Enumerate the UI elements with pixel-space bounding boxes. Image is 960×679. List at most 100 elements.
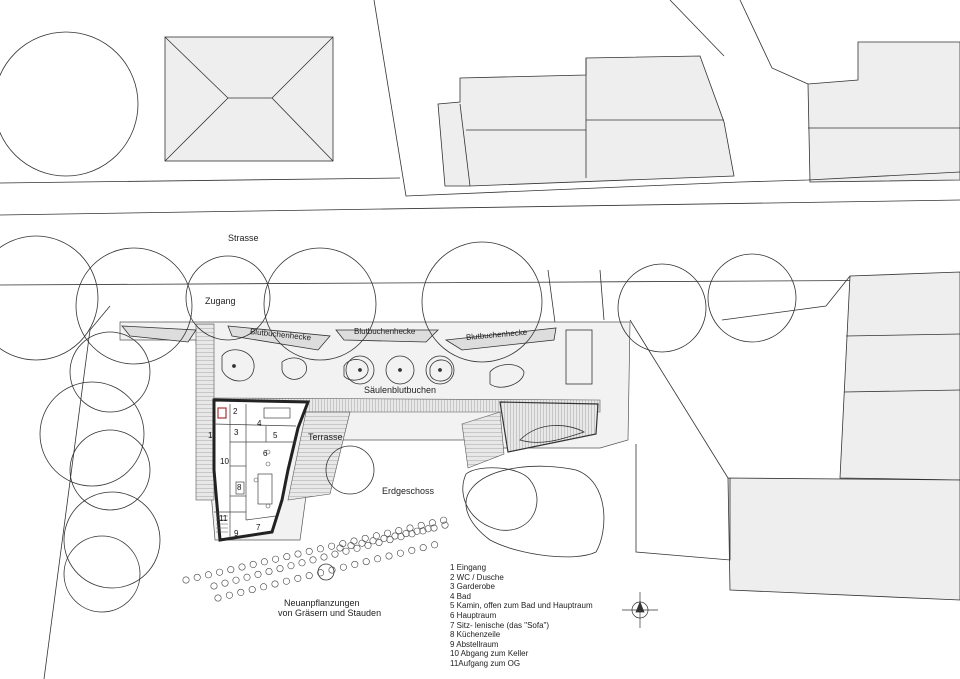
legend-item: 10 Abgang zum Keller — [450, 649, 529, 659]
shrub — [294, 550, 302, 558]
shrub — [406, 524, 414, 532]
label-hedge-2: Blutbuchenhecke — [354, 327, 416, 336]
shrub — [265, 567, 273, 575]
shrub — [309, 556, 317, 564]
parcel-line-west — [43, 305, 111, 679]
legend-item: 6 Hauptraum — [450, 610, 497, 620]
shrub — [419, 544, 427, 552]
shrub — [362, 558, 370, 566]
shrub — [417, 521, 425, 529]
legend-item: 8 Küchenzeile — [450, 630, 501, 640]
legend-item: 2 WC / Dusche — [450, 572, 504, 582]
shrub — [216, 568, 224, 576]
label-planting-1: Neuanpflanzungen — [284, 598, 360, 608]
shrub — [331, 550, 339, 558]
shrub — [391, 532, 399, 540]
shrub — [298, 559, 306, 567]
room-number: 6 — [263, 449, 268, 458]
shrub — [428, 519, 436, 527]
shrub — [237, 588, 245, 596]
shrub — [260, 583, 268, 591]
shrub — [248, 586, 256, 594]
shrub — [316, 545, 324, 553]
east-pavilion — [499, 401, 599, 453]
row-house-east — [807, 41, 960, 183]
perennial-planting — [182, 516, 449, 602]
shrub — [431, 541, 439, 549]
shrub — [353, 544, 361, 552]
shrub — [396, 549, 404, 557]
shrub — [283, 553, 291, 561]
shrub — [272, 555, 280, 563]
label-street: Strasse — [228, 233, 259, 243]
shrub — [424, 525, 432, 533]
label-ground-floor: Erdgeschoss — [382, 486, 435, 496]
shrub — [225, 591, 233, 599]
hedges — [121, 325, 557, 351]
trees — [0, 31, 797, 613]
legend-item: 1 Eingang — [450, 563, 487, 572]
shrub — [214, 594, 222, 602]
shrub — [317, 569, 325, 577]
shrub — [249, 560, 257, 568]
shrub — [232, 576, 240, 584]
shrub — [384, 529, 392, 537]
shrub — [238, 563, 246, 571]
legend-item: 4 Bad — [450, 591, 471, 601]
legend-item: 11Aufgang zum OG — [450, 658, 521, 668]
shrub — [369, 537, 377, 545]
legend-item: 7 Sitz- lenische (das "Sofa") — [450, 620, 550, 630]
shrub — [440, 516, 448, 524]
shrub — [342, 547, 350, 555]
shrub — [347, 542, 355, 550]
shrub — [276, 565, 284, 573]
shrub — [339, 563, 347, 571]
column-trees — [232, 355, 455, 385]
shrub — [305, 572, 313, 580]
shrub — [260, 558, 268, 566]
label-planting-2: von Gräsern und Stauden — [278, 608, 382, 618]
shrub — [351, 560, 359, 568]
room-number: 7 — [256, 523, 261, 532]
terrace — [287, 411, 351, 501]
shrub — [287, 562, 295, 570]
access-path — [195, 323, 215, 501]
shrub — [361, 534, 369, 542]
shrub — [372, 532, 380, 540]
legend-item: 3 Garderobe — [450, 582, 495, 592]
shrub — [305, 547, 313, 555]
shrub — [441, 521, 449, 529]
shrub — [282, 577, 290, 585]
shrub — [408, 530, 416, 538]
room-number: 9 — [234, 529, 239, 538]
house-floorplan — [212, 398, 311, 542]
neighbour-buildings-north — [164, 36, 960, 187]
label-access: Zugang — [205, 296, 236, 306]
shrub — [320, 553, 328, 561]
shrub — [204, 571, 212, 579]
pyramid-roof-house — [164, 36, 334, 162]
shrub — [328, 542, 336, 550]
room-number: 2 — [233, 407, 238, 416]
label-terrace: Terrasse — [308, 432, 343, 442]
legend-item: 5 Kamin, offen zum Bad und Hauptraum — [450, 601, 593, 611]
shrub — [243, 573, 251, 581]
shrub — [221, 579, 229, 587]
shrub — [271, 580, 279, 588]
room-number: 4 — [257, 419, 262, 428]
room-number: 3 — [234, 428, 239, 437]
shrub — [380, 534, 388, 542]
room-number: 11 — [219, 514, 228, 523]
shrub — [374, 555, 382, 563]
label-column-trees: Säulenblutbuchen — [364, 385, 437, 395]
shrub — [227, 566, 235, 574]
shrub — [254, 570, 262, 578]
parcel-lines-north — [0, 0, 960, 197]
shrub — [413, 527, 421, 535]
shrub — [350, 537, 358, 545]
room-number: 10 — [220, 457, 229, 466]
street — [0, 199, 960, 331]
legend-item: 9 Abstellraum — [450, 639, 499, 649]
shrub — [408, 546, 416, 554]
